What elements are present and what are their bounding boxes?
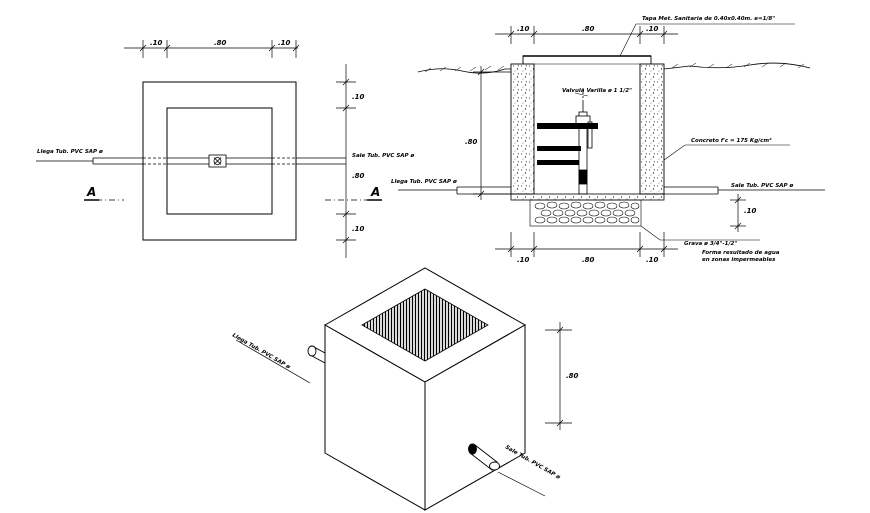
section-wall-left [510,63,535,195]
iso-right-face [424,324,526,511]
section-cover-label: Tapa Met. Sanitaria de 0.40x0.40m. e=1/8… [642,16,775,22]
plan-pipe [92,154,346,168]
section-concrete-label: Concreto f'c = 175 Kg/cm² [691,137,772,144]
section-view: .10 .80 .10 [391,16,825,264]
plan-dim-right-3: .10 [352,225,365,233]
section-gravel-label-2: Forma resultado de agua [702,250,780,256]
plan-dim-right-2: .80 [352,172,365,180]
iso-outlet-pipe [468,443,500,471]
section-leaders [574,23,795,241]
section-dim-top-1: .10 [517,25,530,33]
section-gravel-bed [529,199,642,227]
section-valve-label: Valvula Varilla ø 1 1/2" [562,88,632,94]
section-dimension-height [473,66,511,200]
section-gravel-label-1: Grava ø 3/4"-1/2" [684,241,737,247]
plan-view: .10 .80 .10 Llega Tu [36,39,415,258]
iso-dimension-height [545,322,572,430]
iso-outlet-leader [497,471,546,497]
section-dim-height: .80 [465,138,478,146]
plan-outer-wall [142,81,297,241]
iso-inlet-label: Llega Tub. PVC SAP ø [231,333,291,371]
plan-dim-top-2: .80 [214,39,227,47]
iso-view: Llega Tub. PVC SAP ø Sale Tub. PVC SAP ø… [231,267,579,511]
plan-dim-right-1: .10 [352,93,365,101]
section-cover [522,55,652,64]
section-inlet-label: Llega Tub. PVC SAP ø [391,179,457,185]
section-wall-right [639,63,665,195]
section-dimension-base [730,194,746,232]
iso-opening-grate [361,288,489,362]
section-dim-bottom-3: .10 [646,256,659,264]
plan-section-mark-left: A [86,185,96,199]
section-dimension-bottom [495,232,678,257]
section-dim-bottom-1: .10 [517,256,530,264]
iso-outlet-label: Sale Tub. PVC SAP ø [504,445,561,481]
section-outlet-label: Sale Tub. PVC SAP ø [731,183,794,189]
iso-dim-height: .80 [566,372,579,380]
section-valve-assembly [575,88,593,195]
plan-section-mark-right: A [370,185,380,199]
section-dim-base: .10 [744,207,757,215]
plan-inner-wall [166,107,273,215]
plan-dim-top-1: .10 [150,39,163,47]
section-gravel-label-3: en zonas impermeables [702,257,776,263]
section-ground-line [417,62,811,74]
plan-outlet-label: Sale Tub. PVC SAP ø [352,153,415,159]
iso-inlet-pipe [307,345,326,364]
plan-dimension-top [124,40,300,58]
plan-inlet-label: Llega Tub. PVC SAP ø [37,149,103,155]
section-dim-top-2: .80 [582,25,595,33]
plan-dimension-right [336,64,356,258]
section-valve-rods [537,123,598,165]
iso-inlet-leader [235,339,311,384]
section-dimension-top [495,26,678,44]
section-base-slab [510,193,665,201]
plan-dim-top-3: .10 [278,39,291,47]
section-dim-bottom-2: .80 [582,256,595,264]
section-dim-top-3: .10 [646,25,659,33]
